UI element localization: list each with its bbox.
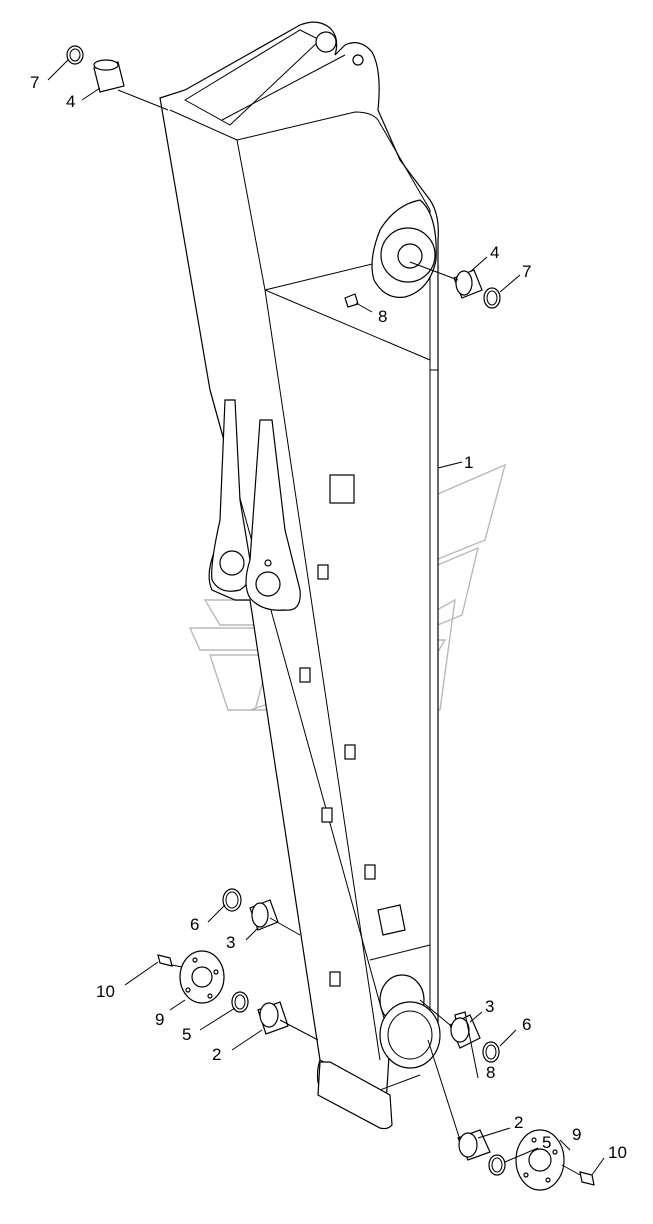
boom-plate: [329, 474, 355, 504]
callout-6: 6: [190, 915, 199, 934]
bushing-4-end: [93, 59, 119, 71]
callout-10: 10: [96, 982, 115, 1001]
callout-2: 2: [212, 1045, 221, 1064]
callout-3: 3: [485, 997, 494, 1016]
clip: [317, 564, 329, 580]
clip: [321, 807, 333, 823]
top-bracket-bore: [315, 31, 337, 53]
boom-body: [159, 21, 441, 1130]
bushing-3-left-end: [251, 902, 269, 928]
bolt-10-left: [157, 954, 173, 967]
callout-4: 4: [66, 92, 75, 111]
boom-side-bracket-right: [245, 419, 301, 611]
bracket-bore-right: [255, 571, 281, 597]
bushing-3-right-end: [450, 1017, 470, 1043]
boom-top-bracket: [159, 21, 439, 1121]
plate-9-right-center: [528, 1148, 552, 1172]
ring-7-top-left: [66, 45, 84, 65]
boom-foot-flange: [379, 1001, 441, 1069]
leader-lines: [47, 59, 605, 1176]
clip: [364, 864, 376, 880]
callout-labels: 7 4 4 7 8 1 6 3 10 9 5 2 3 6 8 2 5 9 10: [30, 73, 627, 1162]
callout-1: 1: [464, 453, 473, 472]
bracket-hole: [264, 559, 272, 567]
loose-parts: [66, 45, 595, 1191]
bolt-10-right: [579, 1171, 595, 1186]
callout-6: 6: [522, 1015, 531, 1034]
callout-2: 2: [514, 1113, 523, 1132]
bushing-2-right-end: [458, 1132, 478, 1158]
callout-8: 8: [378, 307, 387, 326]
callout-7: 7: [522, 262, 531, 281]
callout-5: 5: [542, 1133, 551, 1152]
top-bracket-hole: [352, 54, 364, 66]
callout-10: 10: [608, 1143, 627, 1162]
bushing-2-left-end: [259, 1002, 279, 1028]
bushing-4-right-end: [455, 270, 473, 296]
upper-boss-bore-inner: [397, 243, 423, 269]
bracket-bore-left: [219, 550, 245, 576]
callout-9: 9: [572, 1125, 581, 1144]
boom-foot: [317, 1061, 393, 1130]
callout-4: 4: [490, 243, 499, 262]
clip: [344, 744, 356, 760]
callout-7: 7: [30, 73, 39, 92]
clip: [299, 667, 311, 683]
plate-9-left-center: [191, 966, 213, 988]
boom-plate-lower: [377, 904, 406, 936]
callout-8: 8: [486, 1063, 495, 1082]
callout-5: 5: [182, 1025, 191, 1044]
callout-9: 9: [155, 1010, 164, 1029]
clip: [329, 971, 341, 987]
callout-3: 3: [226, 933, 235, 952]
